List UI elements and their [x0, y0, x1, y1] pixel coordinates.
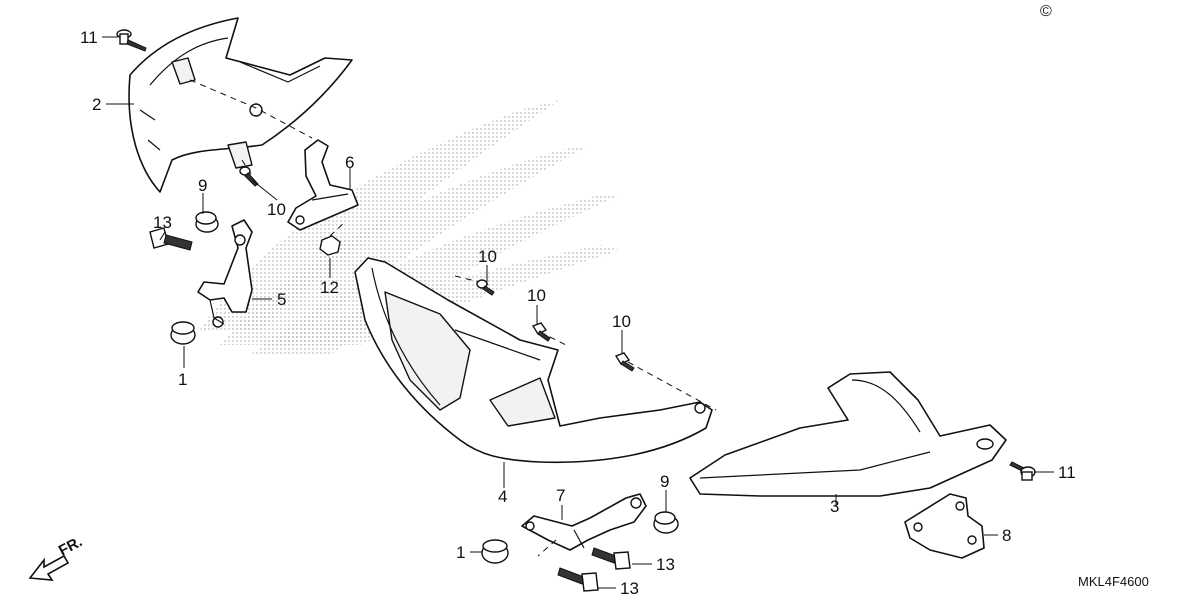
part-7-bracket: [521, 493, 647, 551]
bolt-13-upper: [149, 227, 193, 251]
part-8-bracket: [904, 493, 985, 559]
copyright-mark: ©: [1040, 3, 1052, 20]
part-6-bracket: [287, 139, 359, 231]
grommet-9-lower: [653, 511, 679, 534]
callout-2: 2: [92, 95, 101, 114]
callout-4: 4: [498, 487, 507, 506]
part-5-bracket: [197, 219, 253, 328]
alignment-dash-10a: [241, 159, 253, 177]
screw-10-b: [531, 322, 551, 342]
screw-11-top: [116, 29, 147, 52]
alignment-dash-upper: [189, 79, 313, 139]
callout-9-upper: 9: [198, 176, 207, 195]
wing-watermark: [200, 100, 620, 355]
callout-8: 8: [1002, 526, 1011, 545]
callout-10-b: 10: [527, 286, 546, 305]
callout-11-top: 11: [80, 28, 98, 47]
callout-13-upper: 13: [153, 213, 172, 232]
callout-13-lower-b: 13: [620, 579, 639, 598]
callout-7: 7: [556, 486, 565, 505]
screw-10-a: [476, 279, 495, 296]
nut-12: [319, 221, 346, 256]
alignment-dash-7: [537, 539, 557, 557]
diagram-code: MKL4F4600: [1078, 574, 1149, 589]
callout-10-c: 10: [612, 312, 631, 331]
alignment-dash-10d: [627, 361, 717, 411]
callout-3: 3: [830, 497, 839, 516]
front-label: FR.: [56, 533, 85, 559]
front-arrow-icon: [28, 554, 70, 581]
grommet-1-lower: [481, 539, 509, 564]
leader-lines: [102, 36, 1054, 589]
callout-10-upper: 10: [267, 200, 286, 219]
callouts: 11 2 6 9 10 13 5 12 1 10 10 10 4 7 9 3 1…: [80, 28, 1076, 598]
grommet-9-upper: [195, 211, 219, 233]
part-4-lower-fairing: [354, 257, 713, 464]
callout-6: 6: [345, 153, 354, 172]
bolt-13-lower-a: [591, 547, 631, 570]
callout-1-left: 1: [178, 370, 187, 389]
part-3-side-cover: [689, 371, 1007, 497]
callout-11-right: 11: [1058, 463, 1076, 482]
front-direction-indicator: FR.: [28, 533, 85, 581]
screw-10-c: [614, 352, 635, 372]
callout-13-lower-a: 13: [656, 555, 675, 574]
callout-1-lower: 1: [456, 543, 465, 562]
callout-12: 12: [320, 278, 339, 297]
bolt-13-lower-b: [557, 567, 599, 592]
callout-5: 5: [277, 290, 286, 309]
part-2-upper-cowl: [128, 17, 353, 193]
callout-9-lower: 9: [660, 472, 669, 491]
callout-10-a: 10: [478, 247, 497, 266]
grommet-1-left: [170, 321, 196, 345]
alignment-dash-10b: [454, 275, 489, 285]
screw-11-right: [1009, 461, 1036, 481]
